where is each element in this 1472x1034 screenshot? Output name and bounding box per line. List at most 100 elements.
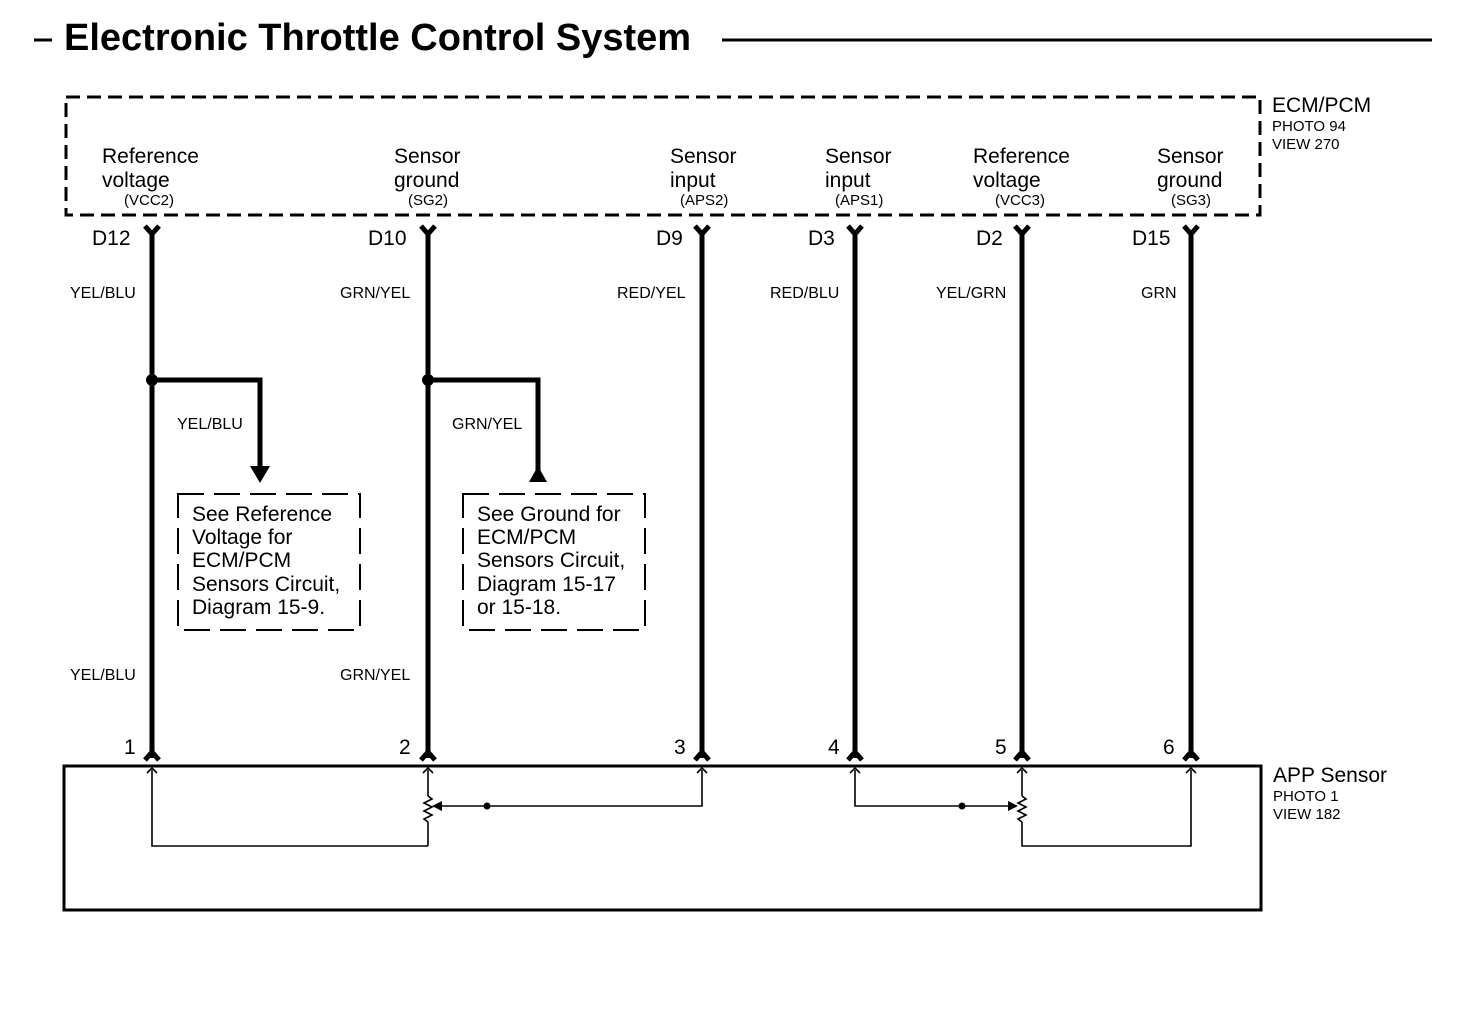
terminal-label: Sensor [394, 145, 461, 168]
wire-label-red-yel: RED/YEL [617, 285, 686, 302]
app-pin-2: 2 [399, 736, 411, 759]
connector-mark [1016, 766, 1028, 774]
junction-dot [483, 802, 491, 810]
potentiometer-aps1 [854, 770, 1192, 847]
note-box-ground: See Ground for ECM/PCM Sensors Circuit, … [462, 493, 646, 631]
terminal-label: Sensor [1157, 145, 1224, 168]
connector-mark [846, 748, 864, 762]
connector-mark [1185, 766, 1197, 774]
arrow-down-icon [250, 466, 270, 483]
connector-mark [846, 224, 864, 238]
app-pin-3: 3 [674, 736, 686, 759]
app-connector-marks [143, 748, 1200, 774]
note-box-reference-voltage: See Reference Voltage for ECM/PCM Sensor… [177, 493, 361, 631]
ecm-pin-d10: D10 [368, 227, 407, 250]
terminal-label: ground [1157, 169, 1222, 192]
terminal-code: (VCC3) [995, 192, 1045, 209]
terminal-code: (APS1) [835, 192, 883, 209]
ecm-pin-d2: D2 [976, 227, 1003, 250]
ecm-pin-d15: D15 [1132, 227, 1171, 250]
connector-mark [849, 766, 861, 774]
note-line: See Reference [192, 503, 332, 526]
note-line: or 15-18. [477, 596, 561, 619]
app-pin-4: 4 [828, 736, 840, 759]
note-line: Sensors Circuit, [192, 573, 340, 596]
main-wires [149, 230, 1194, 758]
app-sensor-photo: PHOTO 1 [1273, 788, 1339, 805]
branch-wire [428, 377, 541, 470]
branch-wire-label: YEL/BLU [177, 416, 243, 433]
app-pin-5: 5 [995, 736, 1007, 759]
terminal-label: voltage [102, 169, 170, 192]
ecm-connector-marks [143, 224, 1200, 238]
app-pin-1: 1 [124, 736, 136, 759]
terminal-label: Reference [102, 145, 199, 168]
note-box [177, 493, 361, 631]
internal-wire [1021, 770, 1192, 847]
connector-mark [696, 766, 708, 774]
ecm-name: ECM/PCM [1272, 94, 1371, 117]
connector-mark [143, 748, 161, 762]
junction-dot [958, 802, 966, 810]
app-sensor-name: APP Sensor [1273, 764, 1387, 787]
connector-mark [146, 766, 158, 774]
wiper-arrow-icon [432, 801, 442, 811]
connector-mark [143, 224, 161, 238]
ecm-view: VIEW 270 [1272, 136, 1340, 153]
wire-label-red-blu: RED/BLU [770, 285, 839, 302]
wire-label-yel-blu: YEL/BLU [70, 285, 136, 302]
ecm-pin-d12: D12 [92, 227, 131, 250]
connector-mark [693, 748, 711, 762]
resistor-icon [422, 795, 434, 823]
wire-label-grn: GRN [1141, 285, 1177, 302]
ecm-terminal-sg3: Sensor ground (SG3) [1157, 145, 1224, 209]
note-line: Diagram 15-9. [192, 596, 325, 619]
connector-mark [1013, 748, 1031, 762]
lower-wire-label-yel-blu: YEL/BLU [70, 667, 136, 684]
potentiometer-aps2 [151, 770, 703, 847]
app-sensor-view: VIEW 182 [1273, 806, 1341, 823]
terminal-label: Sensor [670, 145, 737, 168]
branch-wire-label: GRN/YEL [452, 416, 522, 433]
ecm-terminal-aps1: Sensor input (APS1) [825, 145, 892, 209]
terminal-label: Reference [973, 145, 1070, 168]
note-line: ECM/PCM [477, 526, 576, 549]
connector-mark [422, 766, 434, 774]
terminal-label: voltage [973, 169, 1041, 192]
note-line: Sensors Circuit, [477, 549, 625, 572]
ecm-pin-d9: D9 [656, 227, 683, 250]
branch-wire [152, 377, 263, 468]
terminal-label: input [670, 169, 716, 192]
wire-label-yel-grn: YEL/GRN [936, 285, 1006, 302]
branch-reference-voltage: YEL/BLU [146, 374, 270, 483]
ecm-pcm-box [64, 95, 1262, 217]
ecm-terminal-aps2: Sensor input (APS2) [670, 145, 737, 209]
lower-wire-label-grn-yel: GRN/YEL [340, 667, 410, 684]
terminal-code: (SG3) [1171, 192, 1211, 209]
note-line: Voltage for [192, 526, 292, 549]
note-line: ECM/PCM [192, 549, 291, 572]
connector-mark [1182, 748, 1200, 762]
app-sensor-box [62, 764, 1263, 912]
ecm-terminal-vcc3: Reference voltage (VCC3) [973, 145, 1070, 209]
note-line: Diagram 15-17 [477, 573, 616, 596]
wire-label-grn-yel: GRN/YEL [340, 285, 410, 302]
connector-mark [693, 224, 711, 238]
note-box [462, 493, 646, 631]
terminal-code: (VCC2) [124, 192, 174, 209]
resistor-icon [1016, 795, 1028, 823]
connector-mark [419, 748, 437, 762]
ecm-pin-d3: D3 [808, 227, 835, 250]
wiper-arrow-icon [1008, 801, 1018, 811]
app-pin-6: 6 [1163, 736, 1175, 759]
ecm-photo: PHOTO 94 [1272, 118, 1346, 135]
page-title: Electronic Throttle Control System [64, 17, 691, 59]
connector-mark [1182, 224, 1200, 238]
ecm-terminal-sg2: Sensor ground (SG2) [394, 145, 461, 209]
terminal-code: (APS2) [680, 192, 728, 209]
terminal-label: Sensor [825, 145, 892, 168]
terminal-label: input [825, 169, 871, 192]
terminal-label: ground [394, 169, 459, 192]
arrow-up-icon [529, 466, 547, 482]
